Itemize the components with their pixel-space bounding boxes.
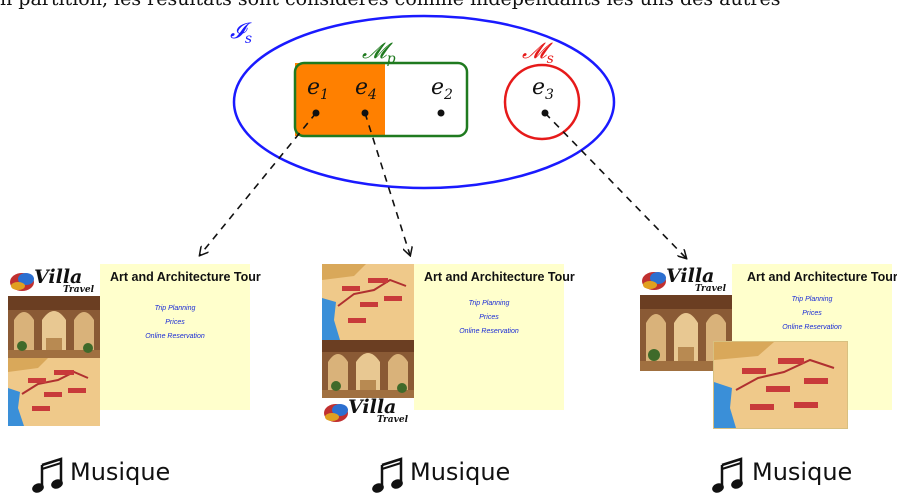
card-2-link-trip-planning[interactable]: Trip Planning	[468, 300, 510, 307]
courtyard-photo	[8, 296, 100, 358]
route-map	[322, 264, 414, 340]
set-is-sub: s	[245, 31, 252, 47]
element-e2-dot	[437, 109, 445, 117]
set-mp-sub: p	[387, 51, 396, 67]
set-mp-box	[293, 61, 469, 138]
set-ms-circle	[503, 63, 581, 141]
villa-travel-logo: Villa Travel	[8, 266, 100, 296]
set-ms-label: 𝓜s	[522, 39, 554, 67]
villa-travel-logo: Villa Travel	[640, 265, 732, 295]
set-is-ellipse	[232, 14, 616, 190]
webpage-card-1	[100, 264, 250, 410]
music-label: Musique	[70, 458, 171, 486]
card-1-link-prices[interactable]: Prices	[165, 319, 185, 326]
arrow-e1-card1	[200, 112, 317, 255]
arrow-e3-card3	[544, 112, 686, 258]
card-2-link-prices[interactable]: Prices	[479, 314, 499, 321]
music-label: Musique	[752, 458, 853, 486]
element-e1: e1	[307, 75, 329, 103]
card-3-title: Art and Architecture Tour	[747, 270, 897, 284]
element-e2: e2	[431, 75, 453, 103]
set-is-label: 𝓘s	[230, 19, 252, 47]
partition-highlight	[295, 63, 385, 136]
music-note-icon	[712, 457, 743, 493]
card-3-link-online-reservation[interactable]: Online Reservation	[782, 324, 842, 331]
route-map	[714, 342, 847, 428]
card-2-title: Art and Architecture Tour	[424, 270, 575, 284]
villa-travel-logo: Villa Travel	[322, 396, 414, 426]
set-ms-sub: s	[547, 51, 554, 67]
card-1-link-online-reservation[interactable]: Online Reservation	[145, 333, 205, 340]
element-e3: e3	[532, 75, 554, 103]
music-note-icon	[372, 457, 403, 493]
card-1-link-trip-planning[interactable]: Trip Planning	[154, 305, 196, 312]
music-label: Musique	[410, 458, 511, 486]
set-mp-label: 𝓜p	[362, 39, 396, 67]
card-3-link-trip-planning[interactable]: Trip Planning	[791, 296, 833, 303]
webpage-card-2	[414, 264, 564, 410]
courtyard-photo	[322, 340, 414, 398]
element-e4: e4	[355, 75, 377, 103]
card-2-link-online-reservation[interactable]: Online Reservation	[459, 328, 519, 335]
route-map	[8, 358, 100, 426]
caption-fragment: n partition, les résultats sont considér…	[0, 0, 897, 14]
card-1-title: Art and Architecture Tour	[110, 270, 261, 284]
card-3-link-prices[interactable]: Prices	[802, 310, 822, 317]
music-note-icon	[32, 457, 63, 493]
